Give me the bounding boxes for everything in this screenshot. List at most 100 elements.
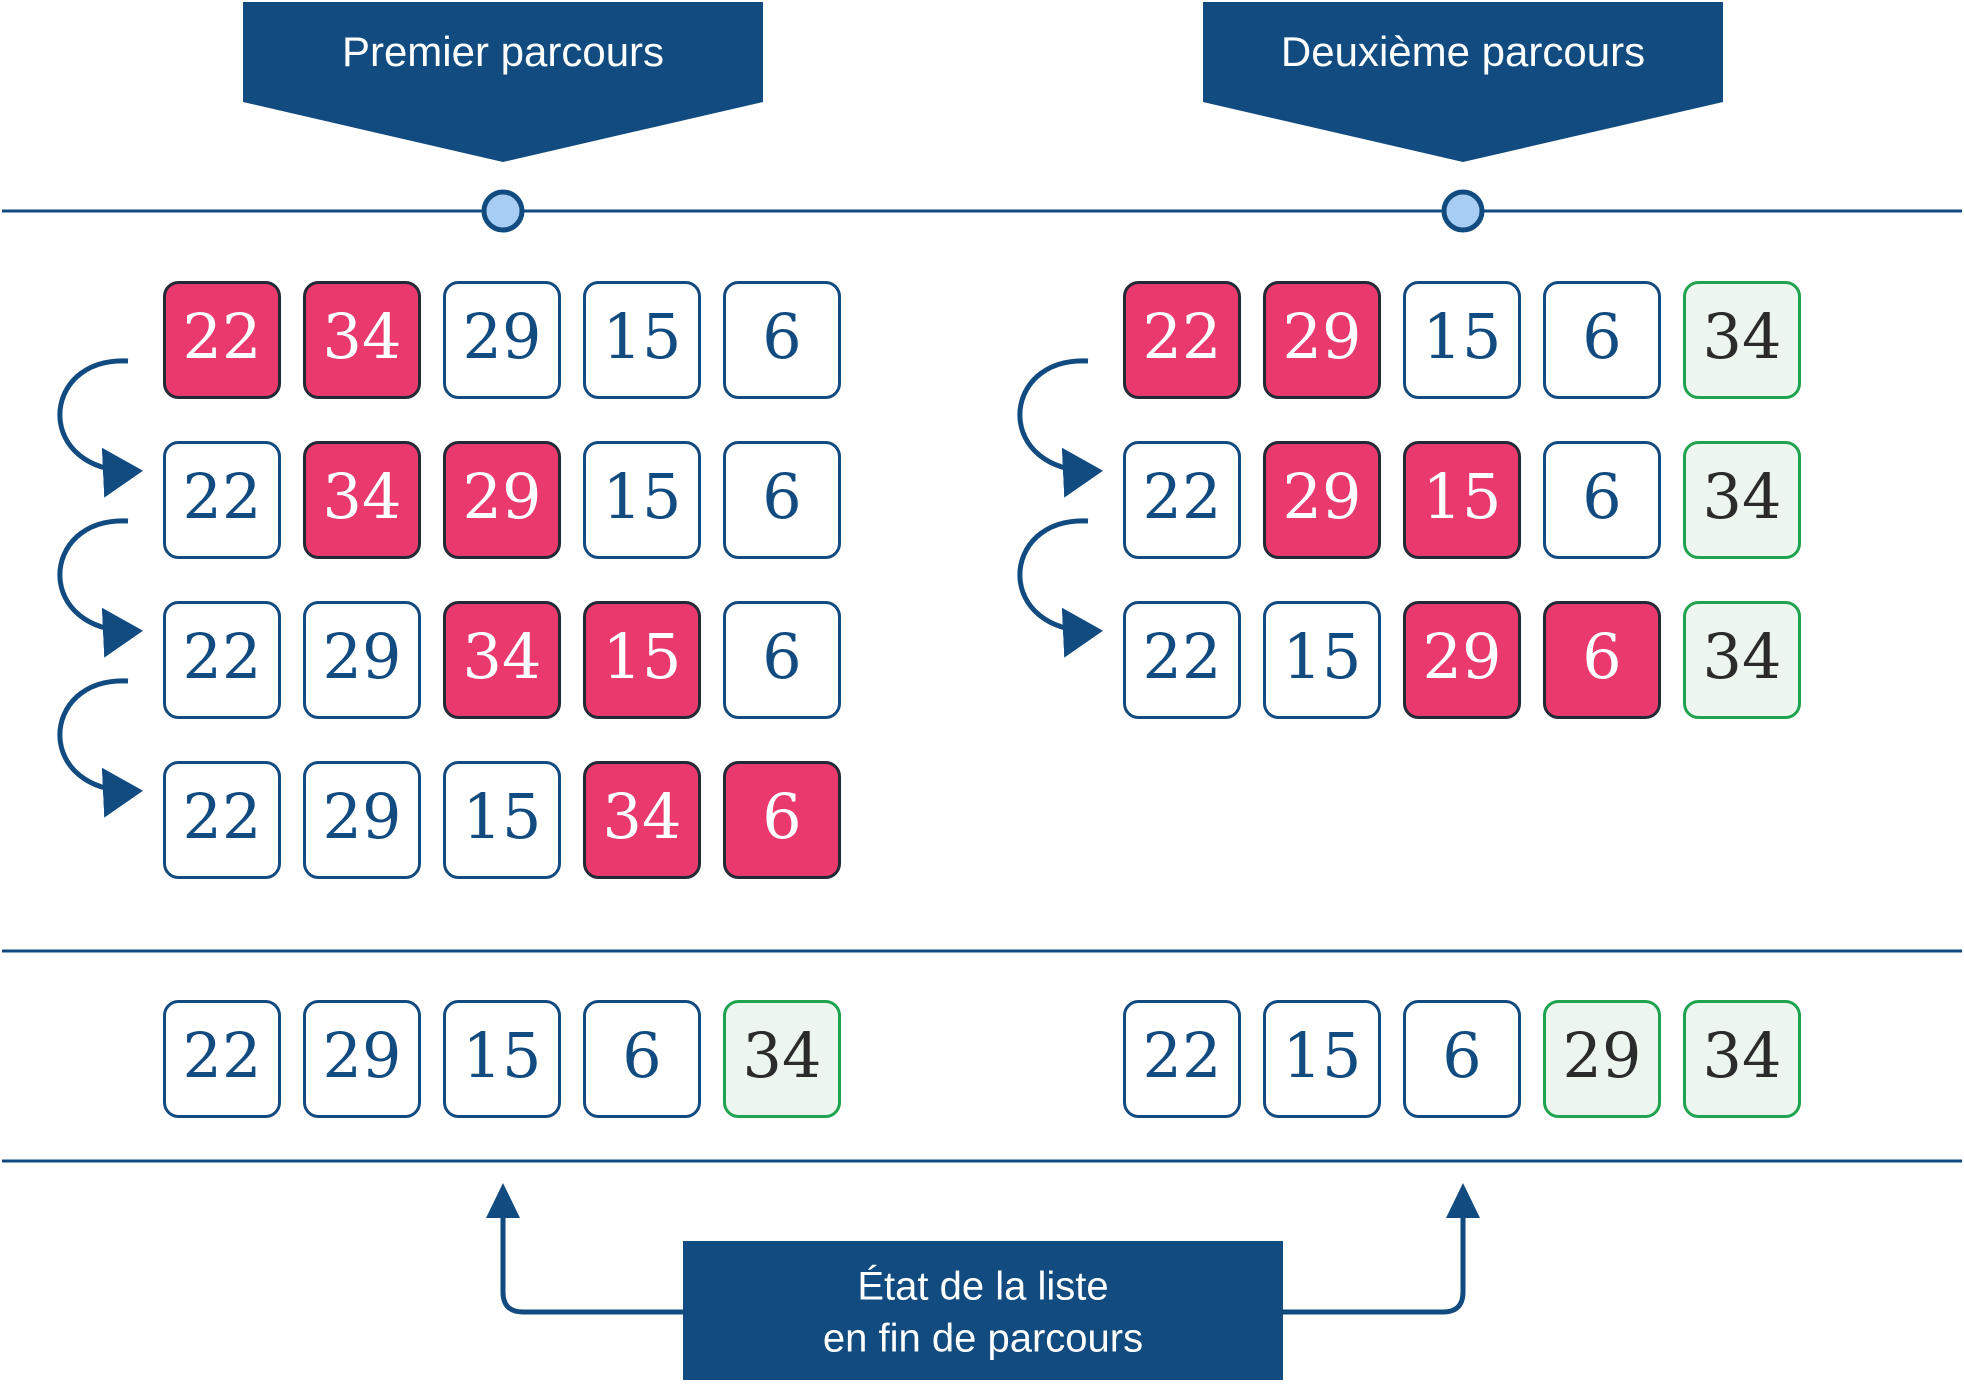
cell-second-pass-final-5: 34	[1683, 1000, 1801, 1118]
cell-first-pass-final-1: 22	[163, 1000, 281, 1118]
cell-first-pass-step-4-2: 29	[303, 761, 421, 879]
cell-box	[163, 441, 281, 559]
cell-box	[163, 1000, 281, 1118]
cell-value: 15	[603, 460, 682, 533]
step-arrow-first-pass-1	[57, 358, 143, 498]
cell-box-sorted	[723, 1000, 841, 1118]
cell-box	[1543, 281, 1661, 399]
cell-value: 6	[1582, 460, 1621, 533]
cell-value: 15	[463, 1019, 542, 1092]
step-arrow-second-pass-1	[1017, 358, 1103, 498]
cell-second-pass-final-3: 6	[1403, 1000, 1521, 1118]
cell-value: 29	[1283, 460, 1362, 533]
cell-value: 6	[762, 780, 801, 853]
cell-value: 15	[1283, 1019, 1362, 1092]
cell-first-pass-step-4-5: 6	[723, 761, 841, 879]
cell-first-pass-step-2-1: 22	[163, 441, 281, 559]
cell-value: 34	[743, 1019, 822, 1092]
cell-value: 6	[1582, 620, 1621, 693]
footer-label-line-2: en fin de parcours	[823, 1317, 1143, 1361]
step-arrow-first-pass-2	[57, 518, 143, 658]
cell-value: 15	[463, 780, 542, 853]
cell-box	[723, 281, 841, 399]
cell-first-pass-step-4-1: 22	[163, 761, 281, 879]
cell-box	[1543, 441, 1661, 559]
header-banner-first-pass	[243, 2, 763, 162]
timeline-node-second-pass	[1441, 189, 1485, 233]
cell-box-sorted	[1683, 1000, 1801, 1118]
cell-box	[1123, 601, 1241, 719]
cell-first-pass-final-2: 29	[303, 1000, 421, 1118]
cell-second-pass-step-3-5: 34	[1683, 601, 1801, 719]
header-label-second-pass: Deuxième parcours	[1281, 28, 1645, 75]
cell-first-pass-final-4: 6	[583, 1000, 701, 1118]
cell-first-pass-step-2-4: 15	[583, 441, 701, 559]
cell-box-highlighted	[583, 601, 701, 719]
cell-first-pass-step-4-4: 34	[583, 761, 701, 879]
cell-box	[303, 1000, 421, 1118]
cell-second-pass-step-3-1: 22	[1123, 601, 1241, 719]
cell-second-pass-step-2-5: 34	[1683, 441, 1801, 559]
footer-arrowhead-left	[486, 1183, 520, 1218]
cell-first-pass-step-1-1: 22	[163, 281, 281, 399]
cell-first-pass-step-4-3: 15	[443, 761, 561, 879]
cell-value: 29	[463, 300, 542, 373]
timeline-node-first-pass	[481, 189, 525, 233]
cell-box	[1403, 281, 1521, 399]
cell-value: 22	[1143, 1019, 1222, 1092]
cell-box-highlighted	[303, 281, 421, 399]
cell-second-pass-final-1: 22	[1123, 1000, 1241, 1118]
cell-first-pass-final-3: 15	[443, 1000, 561, 1118]
cell-box-highlighted	[1123, 281, 1241, 399]
cell-value: 6	[1442, 1019, 1481, 1092]
cell-first-pass-step-3-1: 22	[163, 601, 281, 719]
cell-value: 29	[463, 460, 542, 533]
cell-second-pass-step-2-2: 29	[1263, 441, 1381, 559]
cell-second-pass-step-1-3: 15	[1403, 281, 1521, 399]
cell-first-pass-step-3-4: 15	[583, 601, 701, 719]
cell-value: 6	[762, 620, 801, 693]
cell-box	[443, 1000, 561, 1118]
cell-box-sorted	[1543, 1000, 1661, 1118]
cell-box-sorted	[1683, 441, 1801, 559]
cell-first-pass-step-1-3: 29	[443, 281, 561, 399]
cell-box-sorted	[1683, 601, 1801, 719]
cell-box	[163, 601, 281, 719]
cell-value: 34	[1703, 460, 1782, 533]
cell-box-sorted	[1683, 281, 1801, 399]
cell-box-highlighted	[723, 761, 841, 879]
cell-second-pass-step-1-1: 22	[1123, 281, 1241, 399]
cell-value: 34	[1703, 1019, 1782, 1092]
cell-box-highlighted	[303, 441, 421, 559]
cell-box	[1123, 1000, 1241, 1118]
cell-value: 15	[1423, 460, 1502, 533]
cell-value: 6	[622, 1019, 661, 1092]
cell-value: 6	[762, 300, 801, 373]
cell-box-highlighted	[1543, 601, 1661, 719]
cell-box-highlighted	[443, 441, 561, 559]
cell-value: 29	[323, 780, 402, 853]
cell-value: 15	[1423, 300, 1502, 373]
cell-second-pass-step-3-3: 29	[1403, 601, 1521, 719]
cell-box	[1403, 1000, 1521, 1118]
footer-arrow-left	[500, 1190, 683, 1315]
cell-first-pass-step-3-3: 34	[443, 601, 561, 719]
cell-box	[443, 761, 561, 879]
cell-second-pass-step-2-1: 22	[1123, 441, 1241, 559]
cell-second-pass-step-2-3: 15	[1403, 441, 1521, 559]
cell-second-pass-final-2: 15	[1263, 1000, 1381, 1118]
cell-box	[1263, 1000, 1381, 1118]
cell-first-pass-step-1-2: 34	[303, 281, 421, 399]
cell-second-pass-step-3-2: 15	[1263, 601, 1381, 719]
cell-value: 15	[1283, 620, 1362, 693]
cell-box-highlighted	[1403, 441, 1521, 559]
footer-arrow-right	[1283, 1190, 1466, 1315]
cell-first-pass-step-1-4: 15	[583, 281, 701, 399]
cell-box-highlighted	[1403, 601, 1521, 719]
cell-value: 34	[1703, 300, 1782, 373]
cell-box	[723, 441, 841, 559]
cell-value: 29	[323, 620, 402, 693]
cell-first-pass-step-2-3: 29	[443, 441, 561, 559]
